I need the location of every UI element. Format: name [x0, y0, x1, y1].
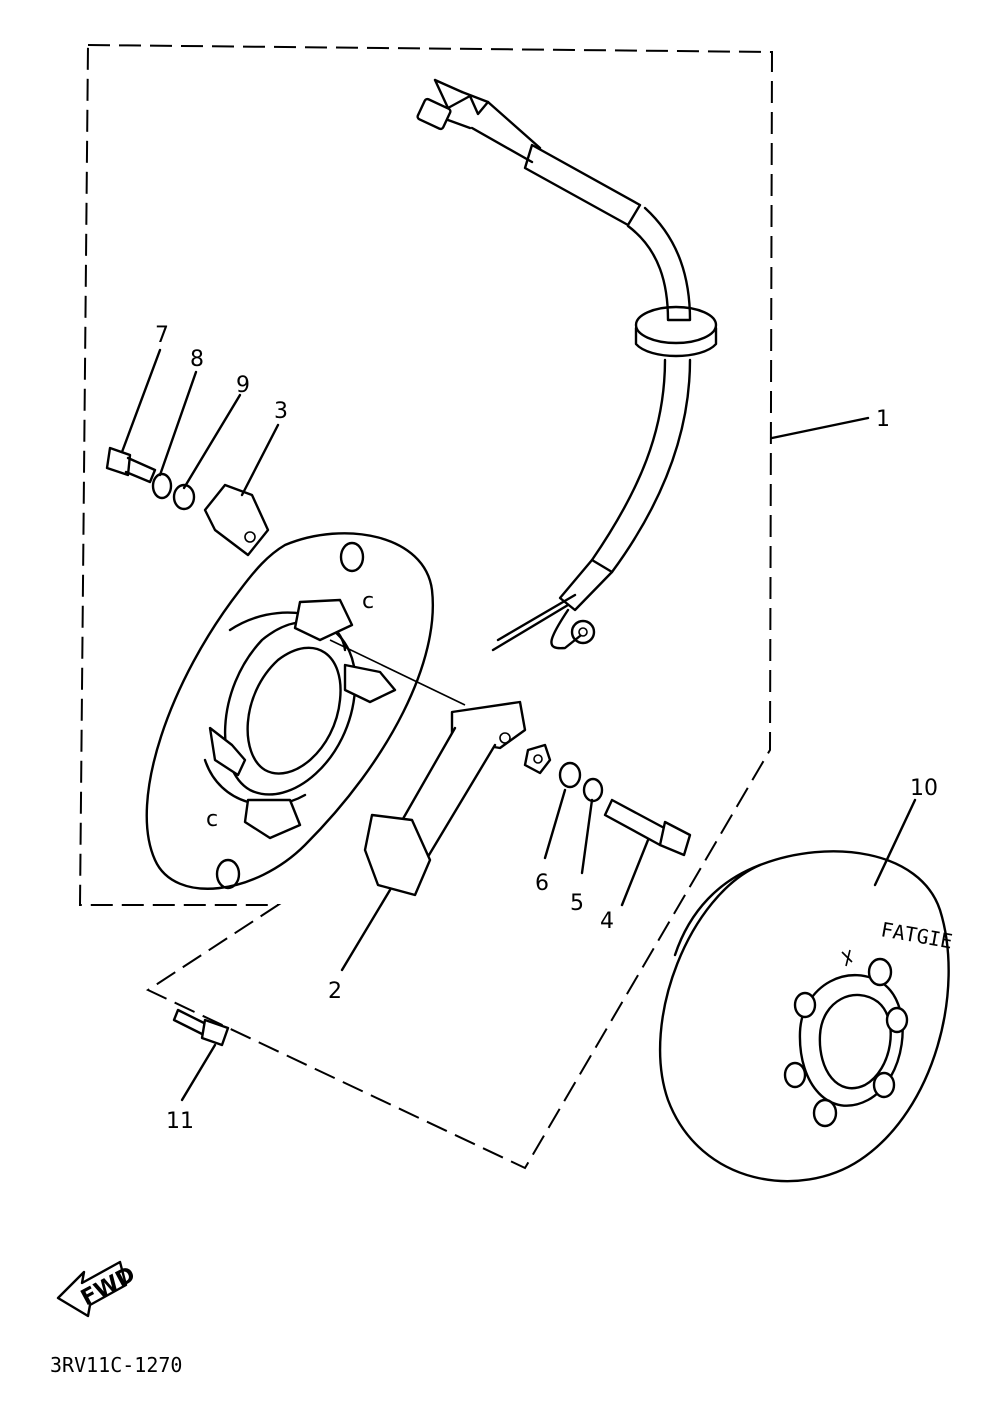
fwd-arrow: FWD — [56, 1260, 140, 1318]
washer-5 — [558, 761, 582, 789]
screw-7 — [105, 446, 157, 484]
callout-2: 2 — [328, 979, 342, 1004]
callout-5: 5 — [570, 891, 584, 916]
pickup-coil — [363, 700, 527, 897]
callout-9: 9 — [236, 373, 250, 398]
bolt-4 — [603, 798, 692, 857]
svg-text:c: c — [206, 807, 218, 832]
spring-washer-5b — [582, 777, 604, 803]
callout-1: 1 — [876, 407, 890, 432]
callout-3: 3 — [274, 399, 288, 424]
flywheel-rotor: FATGIE — [659, 850, 954, 1183]
plain-washer-9 — [172, 483, 196, 511]
stator-base-plate: c c — [145, 532, 466, 890]
callout-4: 4 — [600, 909, 614, 934]
callout-7: 7 — [155, 323, 169, 348]
nut-6 — [523, 743, 552, 775]
screw-11 — [172, 1008, 230, 1047]
spring-washer-8 — [151, 472, 173, 500]
callout-labels: 1 2 3 4 5 6 7 8 9 10 11 — [155, 323, 938, 1134]
callout-11: 11 — [166, 1109, 194, 1134]
svg-text:c: c — [362, 589, 374, 614]
callout-6: 6 — [535, 871, 549, 896]
drawing-code: 3RV11C-1270 — [50, 1353, 182, 1377]
bracket-3 — [203, 483, 270, 557]
callout-8: 8 — [190, 347, 204, 372]
callout-10: 10 — [910, 776, 938, 801]
leader-lines — [120, 348, 917, 1102]
wire-harness — [416, 78, 718, 652]
